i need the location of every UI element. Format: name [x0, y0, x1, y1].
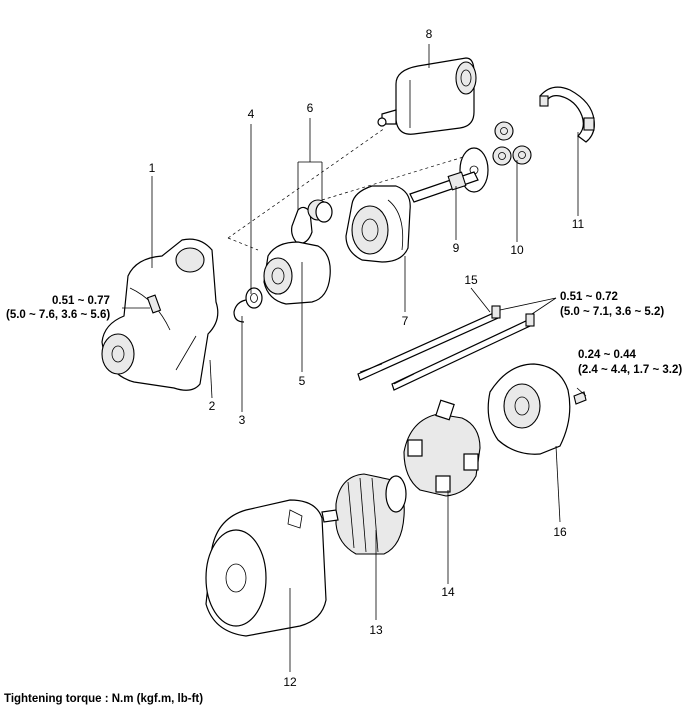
part-housing	[345, 185, 411, 263]
callout-15: 15	[464, 273, 478, 287]
part-washer	[245, 287, 263, 309]
callout-9: 9	[453, 241, 460, 255]
part-solenoid	[377, 57, 477, 135]
torque-front-value: 0.51 ~ 0.77	[52, 295, 110, 307]
callout-16: 16	[553, 525, 567, 539]
torque-front-conversion: (5.0 ~ 7.6, 3.6 ~ 5.6)	[6, 309, 110, 321]
part-shaft	[409, 147, 489, 203]
callout-11: 11	[572, 217, 585, 231]
leader-lines	[122, 44, 587, 672]
part-brush-holder	[403, 399, 481, 497]
callout-numbers: 1 2 3 4 5 6 7 8 9 10 11 12 13 14 15 16	[149, 27, 585, 689]
part-armature	[321, 473, 407, 555]
callout-3: 3	[239, 413, 246, 427]
torque-spec-front: 0.51 ~ 0.77 (5.0 ~ 7.6, 3.6 ~ 5.6)	[6, 295, 110, 321]
callout-1: 1	[149, 161, 156, 175]
torque-spec-bolts: 0.51 ~ 0.72 (5.0 ~ 7.1, 3.6 ~ 5.2)	[560, 291, 664, 318]
torque-screw-conversion: (2.4 ~ 4.4, 1.7 ~ 3.2)	[578, 364, 682, 376]
part-stop-ring	[233, 299, 247, 323]
callout-6: 6	[307, 101, 314, 115]
part-pinion-clutch	[263, 241, 331, 305]
alignment-lines	[227, 127, 471, 251]
torque-screw-value: 0.24 ~ 0.44	[578, 349, 636, 361]
callout-4: 4	[248, 107, 255, 121]
part-rear-bracket	[487, 363, 587, 455]
callout-8: 8	[426, 27, 433, 41]
callout-10: 10	[510, 243, 524, 257]
part-through-bolts	[357, 305, 535, 391]
callout-13: 13	[369, 623, 383, 637]
part-planet-gears	[492, 121, 532, 166]
part-lever	[291, 161, 333, 245]
callout-5: 5	[299, 374, 306, 388]
part-front-bracket	[101, 238, 219, 391]
callout-14: 14	[441, 585, 455, 599]
callout-7: 7	[402, 314, 409, 328]
torque-spec-screw: 0.24 ~ 0.44 (2.4 ~ 4.4, 1.7 ~ 3.2)	[578, 349, 682, 376]
callout-2: 2	[209, 399, 216, 413]
torque-unit-caption: Tightening torque : N.m (kgf.m, lb-ft)	[4, 693, 203, 705]
part-band	[539, 86, 595, 143]
part-yoke	[205, 499, 327, 637]
torque-bolts-conversion: (5.0 ~ 7.1, 3.6 ~ 5.2)	[560, 306, 664, 318]
torque-bolts-value: 0.51 ~ 0.72	[560, 291, 618, 303]
callout-12: 12	[283, 675, 297, 689]
